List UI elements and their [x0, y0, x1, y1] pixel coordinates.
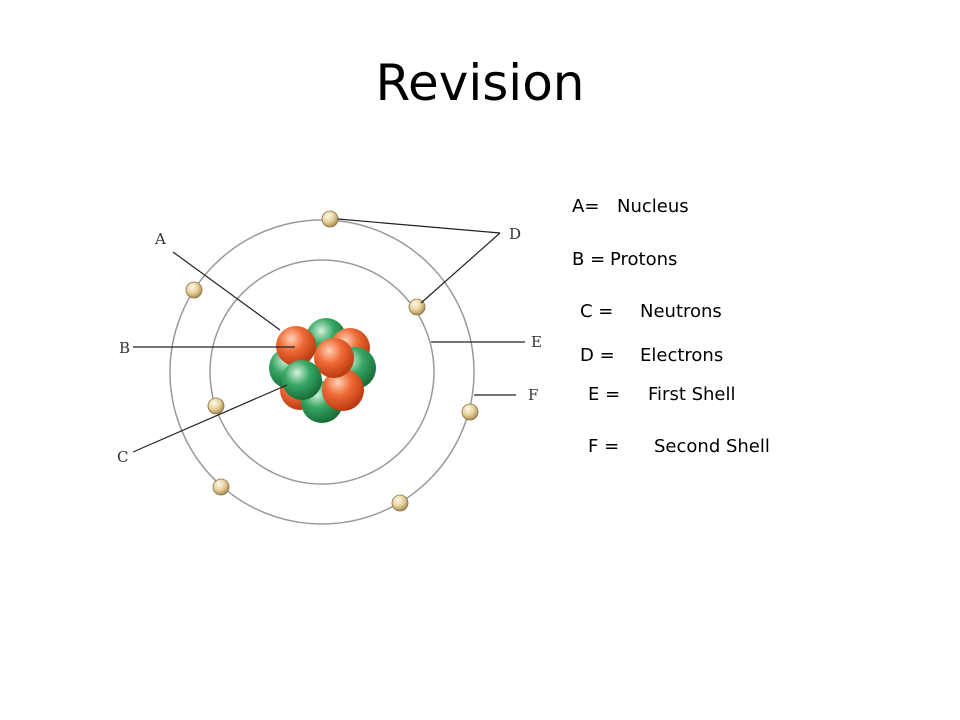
- leader-line-a: [172, 251, 281, 331]
- answer-key-b: B =: [572, 249, 606, 270]
- answer-value-c: Neutrons: [640, 301, 722, 322]
- answer-value-a: Nucleus: [617, 196, 689, 217]
- diagram-label-c: C: [117, 448, 128, 466]
- answer-key-f: F =: [588, 436, 620, 457]
- proton-ball: [276, 326, 316, 366]
- leader-line-d-upper: [337, 218, 501, 234]
- electron: [321, 210, 339, 228]
- leader-line-d-lower: [420, 232, 501, 304]
- leader-line-c: [132, 384, 288, 453]
- answer-value-d: Electrons: [640, 345, 724, 366]
- electron: [207, 397, 225, 415]
- diagram-label-a: A: [154, 230, 166, 248]
- electron: [185, 281, 203, 299]
- nucleus: [269, 318, 376, 423]
- answer-key-e: E =: [588, 384, 621, 405]
- answer-value-e: First Shell: [648, 384, 736, 405]
- electron: [391, 494, 409, 512]
- answer-key-d: D =: [580, 345, 615, 366]
- inner-shell: [209, 259, 435, 485]
- electron: [212, 478, 230, 496]
- answer-value-b: Protons: [610, 249, 678, 270]
- diagram-label-e: E: [531, 333, 542, 351]
- electrons: [185, 210, 479, 512]
- proton-ball: [322, 369, 364, 411]
- proton-ball: [314, 338, 354, 378]
- electron: [461, 403, 479, 421]
- diagram-label-d: D: [509, 225, 521, 243]
- neutron-ball: [282, 360, 322, 400]
- answer-value-f: Second Shell: [654, 436, 770, 457]
- diagram-label-f: F: [528, 386, 538, 404]
- diagram-label-b: B: [119, 339, 130, 357]
- answer-key-a: A=: [572, 196, 600, 217]
- slide-title: Revision: [375, 54, 585, 112]
- answer-key-c: C =: [580, 301, 614, 322]
- leader-lines: [132, 218, 525, 453]
